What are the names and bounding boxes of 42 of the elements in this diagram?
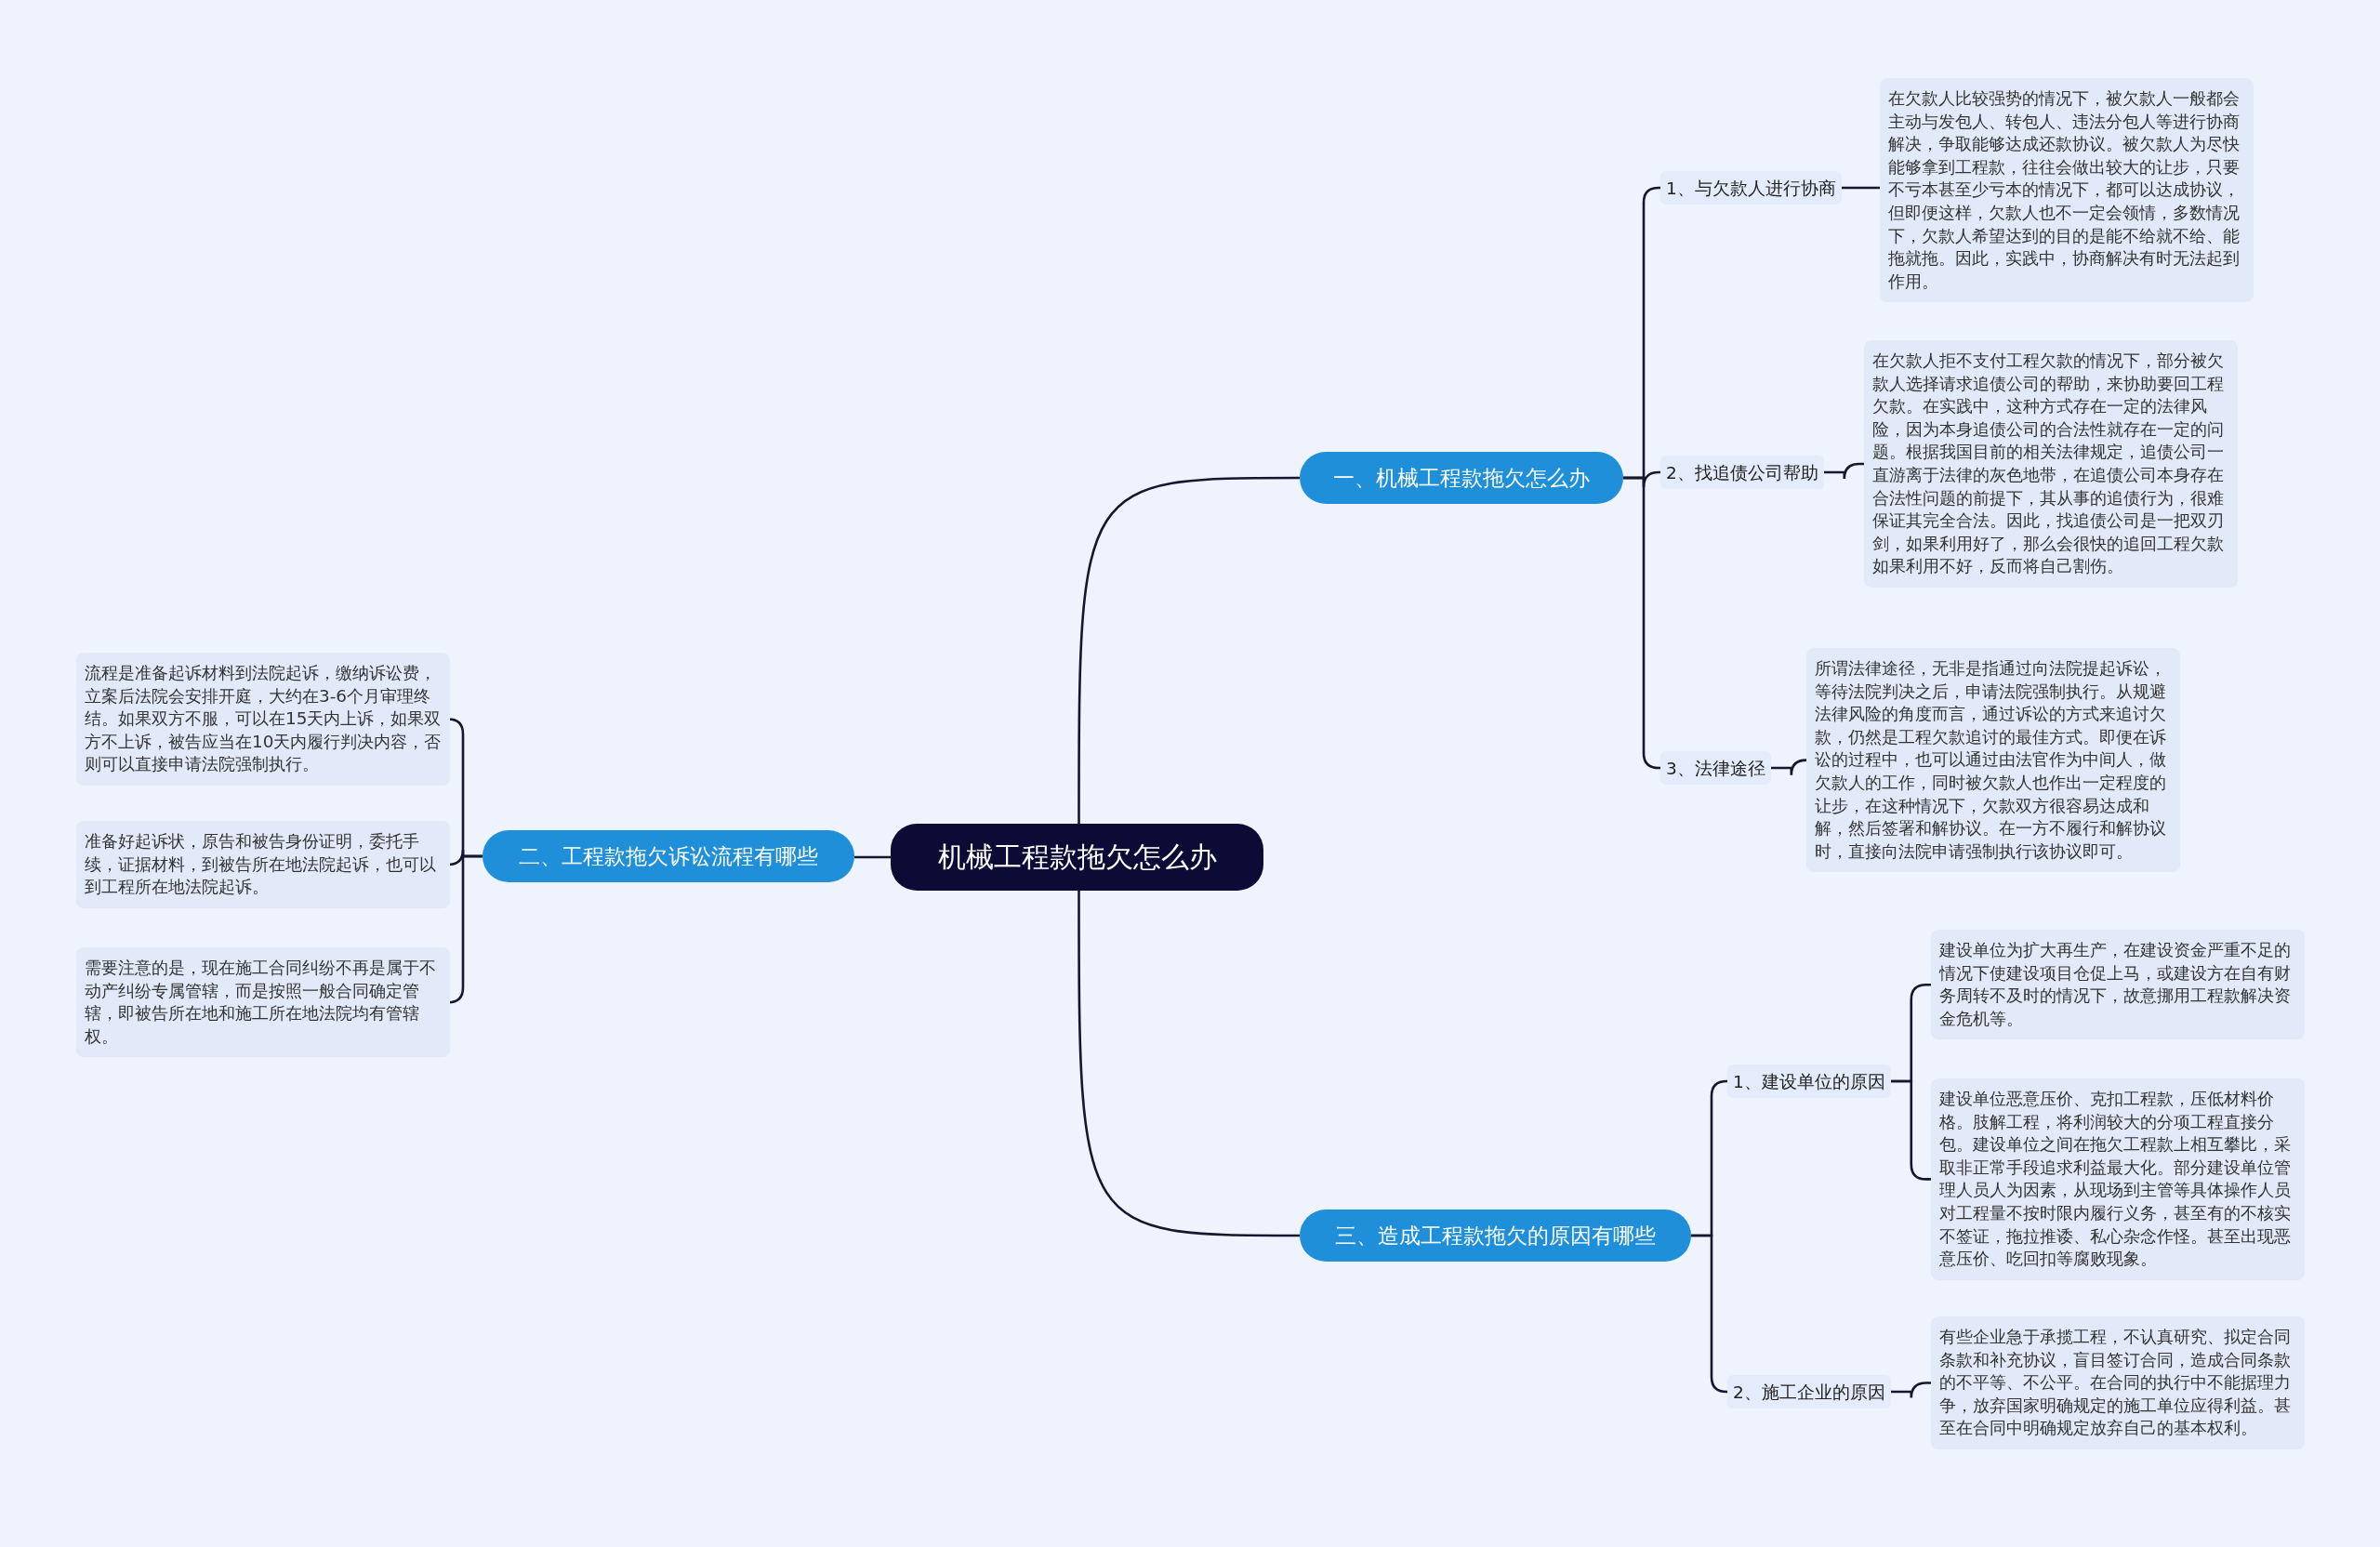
note-card [1880, 78, 2254, 303]
note-card [76, 653, 450, 786]
note-text: 准备好起诉状，原告和被告身份证明，委托手续，证据材料，到被告所在地法院起诉，也可以到工程所在地法院起诉。 [85, 831, 436, 897]
subtopic-label [1727, 1375, 1891, 1408]
topic-text: 一、机械工程款拖欠怎么办 [1333, 464, 1590, 492]
connector-line [1078, 476, 1300, 824]
connector-line [1770, 759, 1808, 776]
subtopic-label [1660, 456, 1824, 489]
subtopic-text: 1、建设单位的原因 [1733, 1070, 1885, 1093]
subtopic-text: 3、法律途径 [1666, 757, 1765, 780]
note-card [76, 821, 450, 908]
topic-pill [1300, 452, 1623, 504]
note-text: 需要注意的是，现在施工合同纠纷不再是属于不动产纠纷专属管辖，而是按照一般合同确定管辖，即被告所在地和施工所在地法院均有管辖权。 [85, 958, 436, 1046]
connector-line [854, 855, 891, 859]
subtopic-label [1660, 751, 1771, 785]
subtopic-text: 1、与欠款人进行协商 [1666, 177, 1836, 200]
note-text: 建设单位恶意压价、克扣工程款，压低材料价格。肢解工程，将利润较大的分项工程直接分包。建设单位之间在拖欠工程款上相互攀比，采取非正常手段追求利益最大化。部分建设单位管理人员人为因素，从现场到主管等具体操作人员对工程量不按时限内履行义务，甚至有的不核实不签证，拖拉推诿、私心杂念作怪。甚至出现恶意压价、吃回扣等腐败现象。 [1939, 1089, 2291, 1269]
note-card [1931, 930, 2305, 1040]
note-text: 所谓法律途径，无非是指通过向法院提起诉讼，等待法院判决之后，申请法院强制执行。从规避法律风险的角度而言，通过诉讼的方式来追讨欠款，仍然是工程欠款追讨的最佳方式。即便在诉讼的过程中，也可以通过由法官作为中间人，做欠款人的工作，同时被欠款人也作出一定程度的让步，在这种情况下，欠款双方很容易达成和解，然后签署和解协议。在一方不履行和解协议时，直接向法院申请强制执行该协议即可。 [1815, 658, 2166, 861]
subtopic-label [1660, 171, 1842, 205]
subtopic-label [1727, 1064, 1891, 1098]
connector-line [1841, 186, 1880, 190]
note-text: 流程是准备起诉材料到法院起诉，缴纳诉讼费，立案后法院会安排开庭，大约在3-6个月审理终结。如果双方不服，可以在15天内上诉，如果双方不上诉，被告应当在10天内履行判决内容，否则可以直接申请法院强制执行。 [85, 663, 442, 774]
note-card [1931, 1316, 2305, 1449]
topic-pill [1300, 1210, 1691, 1262]
note-text: 建设单位为扩大再生产，在建设资金严重不足的情况下使建设项目仓促上马，或建设方在自有财务周转不及时的情况下，故意挪用工程款解决资金危机等。 [1939, 940, 2291, 1028]
note-text: 在欠款人拒不支付工程欠款的情况下，部分被欠款人选择请求追债公司的帮助，来协助要回工程欠款。在实践中，这种方式存在一定的法律风险，因为本身追债公司的合法性就存在一定的问题。根据我国目前的相关法律规定，追债公司一直游离于法律的灰色地带，在追债公司本身存在合法性问题的前提下，其从事的追债行为，很难保证其完全合法。因此，找追债公司是一把双刃剑，如果利用好了，那么会很快的追回工程欠款如果利用不好，反而将自己割伤。 [1872, 350, 2224, 576]
topic-pill [483, 830, 854, 882]
subtopic-text: 2、施工企业的原因 [1733, 1381, 1885, 1404]
connector-line [1890, 1382, 1931, 1399]
note-card [1931, 1078, 2305, 1280]
note-card [76, 947, 450, 1058]
topic-text: 二、工程款拖欠诉讼流程有哪些 [519, 842, 818, 870]
note-card [1806, 648, 2180, 873]
connector-line [1078, 891, 1300, 1237]
connector-line [1823, 462, 1864, 481]
central-topic [891, 824, 1263, 891]
note-text: 有些企业急于承揽工程，不认真研究、拟定合同条款和补充协议，盲目签订合同，造成合同条款的不平等、不公平。在合同的执行中不能据理力争，放弃国家明确规定的施工单位应得利益。甚至在合同中明确规定放弃自己的基本权利。 [1939, 1327, 2291, 1438]
subtopic-text: 2、找追债公司帮助 [1666, 461, 1818, 484]
note-text: 在欠款人比较强势的情况下，被欠款人一般都会主动与发包人、转包人、违法分包人等进行协商解决，争取能够达成还款协议。被欠款人为尽快能够拿到工程款，往往会做出较大的让步，只要不亏本甚至少亏本的情况下，都可以达成协议，但即便这样，欠款人也不一定会领情，多数情况下，欠款人希望达到的目的是能不给就不给、能拖就拖。因此，实践中，协商解决有时无法起到作用。 [1888, 88, 2240, 291]
topic-text: 机械工程款拖欠怎么办 [937, 839, 1217, 875]
topic-text: 三、造成工程款拖欠的原因有哪些 [1335, 1222, 1656, 1250]
